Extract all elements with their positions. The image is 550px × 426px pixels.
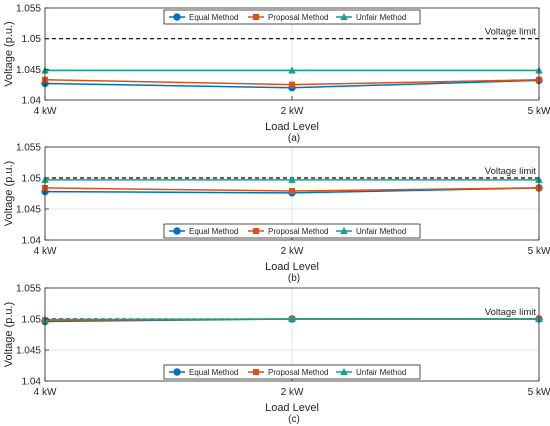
chart-panel-2: Voltage limit 1.04 1.045 1.05 1.055 4 kW 2 kW 5… bbox=[3, 143, 550, 285]
x-tick-label: 4 kW bbox=[34, 387, 57, 398]
legend-marker bbox=[173, 227, 181, 235]
y-tick-label: 1.04 bbox=[22, 96, 42, 107]
legend-marker bbox=[340, 368, 348, 375]
legend-marker bbox=[340, 227, 348, 234]
y-tick-label: 1.055 bbox=[16, 143, 41, 154]
legend-marker bbox=[253, 228, 259, 234]
legend-entry-label: Unfair Method bbox=[356, 13, 406, 22]
y-axis-label: Voltage (p.u.) bbox=[3, 302, 15, 367]
y-tick-label: 1.04 bbox=[22, 236, 42, 247]
legend-entry-label: Unfair Method bbox=[356, 368, 406, 377]
chart-panel-3: Voltage limit 1.04 1.045 1.05 1.055 4 kW 2 kW 5… bbox=[3, 284, 550, 426]
chart-panel-1: Voltage limit 1.04 1.045 1.05 1.055 4 kW 2 kW 5… bbox=[3, 4, 550, 145]
x-tick-label: 4 kW bbox=[34, 246, 57, 257]
y-tick-label: 1.055 bbox=[16, 4, 41, 15]
y-axis-label: Voltage (p.u.) bbox=[3, 21, 15, 86]
x-axis-label: Load Level bbox=[265, 402, 319, 414]
y-tick-label: 1.05 bbox=[22, 34, 42, 45]
x-tick-label: 2 kW bbox=[281, 106, 304, 117]
data-point bbox=[288, 66, 296, 74]
y-tick-label: 1.05 bbox=[22, 174, 42, 185]
legend-marker bbox=[340, 13, 348, 20]
x-tick-label: 5 kW bbox=[528, 106, 550, 117]
legend-box bbox=[163, 223, 421, 239]
data-point bbox=[288, 315, 296, 322]
x-tick-label: 2 kW bbox=[281, 387, 304, 398]
legend-entry-label: Equal Method bbox=[189, 368, 238, 377]
legend-marker bbox=[173, 13, 181, 21]
voltage-limit-label: Voltage limit bbox=[485, 166, 537, 177]
legend-entry-label: Equal Method bbox=[189, 13, 238, 22]
data-point bbox=[289, 81, 295, 88]
panel-label: (b) bbox=[288, 273, 300, 284]
y-tick-label: 1.045 bbox=[16, 346, 41, 357]
y-tick-label: 1.04 bbox=[22, 377, 42, 388]
legend: Equal Method Proposal Method Unfair Method bbox=[163, 223, 421, 239]
voltage-limit-label: Voltage limit bbox=[485, 27, 537, 38]
y-tick-label: 1.05 bbox=[22, 315, 42, 326]
data-point bbox=[288, 175, 296, 183]
legend-entry-label: Unfair Method bbox=[356, 227, 406, 236]
legend-marker bbox=[173, 368, 181, 376]
legend-marker bbox=[253, 14, 259, 20]
x-axis-label: Load Level bbox=[265, 121, 319, 133]
legend-entry-label: Equal Method bbox=[189, 227, 238, 236]
y-axis-label: Voltage (p.u.) bbox=[3, 161, 15, 226]
legend-entry-label: Proposal Method bbox=[268, 227, 328, 236]
x-axis-label: Load Level bbox=[265, 261, 319, 273]
legend-marker bbox=[253, 369, 259, 375]
x-tick-label: 4 kW bbox=[34, 106, 57, 117]
legend-entry-label: Proposal Method bbox=[268, 368, 328, 377]
x-tick-label: 5 kW bbox=[528, 246, 550, 257]
y-tick-label: 1.045 bbox=[16, 205, 41, 216]
panel-label: (a) bbox=[288, 133, 300, 144]
legend: Equal Method Proposal Method Unfair Method bbox=[163, 9, 421, 25]
legend: Equal Method Proposal Method Unfair Method bbox=[163, 364, 421, 380]
legend-entry-label: Proposal Method bbox=[268, 13, 328, 22]
voltage-limit-label: Voltage limit bbox=[485, 307, 537, 318]
legend-box bbox=[163, 9, 421, 25]
x-tick-label: 2 kW bbox=[281, 246, 304, 257]
y-tick-label: 1.045 bbox=[16, 65, 41, 76]
panel-label: (c) bbox=[288, 414, 300, 425]
x-tick-label: 5 kW bbox=[528, 387, 550, 398]
data-point bbox=[289, 188, 295, 195]
legend-box bbox=[163, 364, 421, 380]
y-tick-label: 1.055 bbox=[16, 284, 41, 295]
